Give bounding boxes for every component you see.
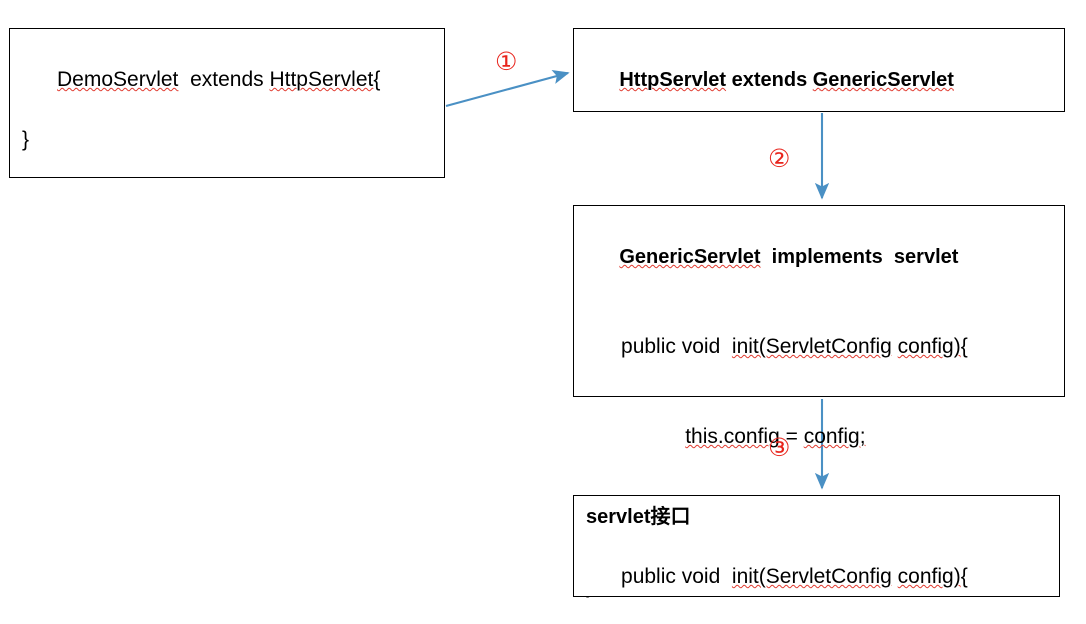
generic-servlet-line-1: GenericServlet implements servlet	[619, 246, 959, 268]
demo-servlet-line-3: }	[22, 128, 30, 151]
demo-servlet-line-1: DemoServlet extends HttpServlet{	[57, 68, 381, 91]
http-servlet-line-1: HttpServlet extends GenericServlet	[619, 69, 954, 91]
box-generic-servlet: GenericServlet implements servlet public…	[573, 205, 1065, 598]
box-http-servlet: HttpServlet extends GenericServlet	[573, 28, 1065, 112]
box-servlet-interface: servlet接口 public void init(ServletConfig…	[573, 495, 1060, 597]
servlet-interface-line-2: public void init(ServletConfig config){	[621, 565, 968, 588]
arrow-demo-to-http	[445, 70, 570, 108]
servlet-interface-line-1: servlet接口	[586, 506, 691, 528]
step-marker-1: ①	[495, 47, 518, 76]
step-marker-3: ③	[768, 433, 791, 462]
step-marker-2: ②	[768, 144, 791, 173]
generic-servlet-line-3: this.config = config;	[685, 425, 866, 448]
generic-servlet-line-2: public void init(ServletConfig config){	[621, 335, 968, 358]
box-demo-servlet: DemoServlet extends HttpServlet{ }	[9, 28, 445, 178]
